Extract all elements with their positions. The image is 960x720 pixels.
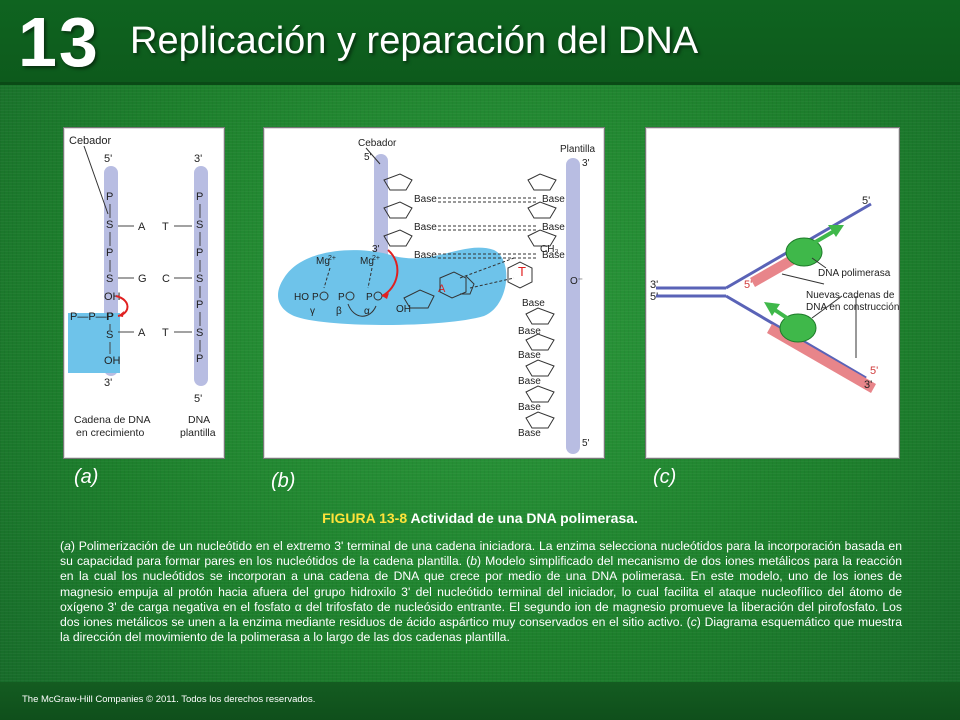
svg-text:Base: Base (414, 194, 437, 205)
svg-text:P: P (196, 353, 203, 365)
figure-title: FIGURA 13-8 Actividad de una DNA polimer… (0, 510, 960, 526)
svg-text:Base: Base (414, 250, 437, 261)
template-strand-label: DNA (188, 414, 210, 426)
svg-text:Base: Base (518, 402, 541, 413)
slide-header (0, 0, 960, 85)
svg-text:5': 5' (744, 279, 752, 291)
svg-text:Base: Base (518, 376, 541, 387)
svg-text:P: P (196, 299, 203, 311)
svg-text:P: P (196, 191, 203, 203)
five-prime-left: 5' (104, 153, 112, 165)
svg-text:A: A (138, 221, 146, 233)
svg-text:O⁻: O⁻ (570, 276, 583, 287)
svg-text:S: S (196, 273, 203, 285)
panel-c-figure: 5' 3' 5' 5' 5' 3' DNA polimerasa Nuevas … (645, 127, 900, 459)
svg-text:α: α (364, 306, 370, 317)
five-prime-right: 5' (194, 393, 202, 405)
figure-title-text: Actividad de una DNA polimerasa. (410, 510, 638, 526)
svg-text:Base: Base (542, 250, 565, 261)
svg-text:plantilla: plantilla (180, 427, 216, 439)
svg-text:5': 5' (862, 195, 870, 207)
three-prime-right: 3' (194, 153, 202, 165)
svg-text:P: P (312, 292, 319, 303)
svg-text:3': 3' (650, 279, 658, 291)
svg-text:OH: OH (104, 291, 121, 303)
growing-strand-label: Cadena de DNA (74, 414, 150, 426)
svg-text:OH: OH (104, 355, 121, 367)
svg-text:3': 3' (582, 158, 590, 169)
svg-text:Base: Base (542, 222, 565, 233)
svg-text:5': 5' (364, 152, 372, 163)
caption-a-letter: a (64, 539, 71, 553)
svg-text:OH: OH (396, 304, 411, 315)
svg-text:P: P (106, 311, 113, 323)
svg-text:Mg: Mg (360, 256, 374, 267)
svg-text:Base: Base (414, 222, 437, 233)
svg-text:S: S (106, 273, 113, 285)
primer-label: Cebador (69, 135, 112, 147)
svg-text:A: A (438, 283, 446, 295)
svg-text:Base: Base (518, 326, 541, 337)
svg-text:P: P (196, 247, 203, 259)
svg-text:G: G (138, 273, 147, 285)
svg-text:S: S (196, 219, 203, 231)
svg-text:3': 3' (372, 244, 380, 255)
svg-text:DNA en construcción: DNA en construcción (806, 302, 899, 313)
panel-label-a: (a) (74, 466, 99, 488)
panel-a-diagram: Cebador 5' 3' P S P S OH P S OH P—P—P A … (68, 135, 216, 439)
svg-text:P: P (366, 292, 373, 303)
svg-text:T: T (518, 264, 526, 279)
svg-text:T: T (162, 221, 169, 233)
svg-text:5': 5' (650, 291, 658, 303)
svg-text:P: P (106, 191, 113, 203)
polymerase-label: DNA polimerasa (818, 268, 891, 279)
slide-footer (0, 682, 960, 720)
primer-label-b: Cebador (358, 138, 397, 149)
svg-text:S: S (106, 329, 113, 341)
caption-b-letter: b (470, 554, 477, 569)
caption-part-b: Modelo simplificado del mecanismo de dos… (60, 554, 903, 630)
template-label-b: Plantilla (560, 144, 595, 155)
svg-text:P: P (106, 247, 113, 259)
panel-label-b: (b) (271, 470, 296, 492)
figure-number: FIGURA 13-8 (322, 510, 408, 526)
svg-text:5': 5' (870, 365, 878, 377)
svg-text:Mg: Mg (316, 256, 330, 267)
svg-text:3': 3' (864, 379, 872, 391)
new-strands-label: Nuevas cadenas de (806, 290, 895, 301)
svg-text:en crecimiento: en crecimiento (76, 427, 144, 439)
chapter-title: Replicación y reparación del DNA (130, 20, 699, 62)
svg-text:Base: Base (518, 428, 541, 439)
panel-a-figure: Cebador 5' 3' P S P S OH P S OH P—P—P A … (63, 127, 225, 459)
svg-text:Base: Base (522, 298, 545, 309)
svg-text:HO: HO (294, 292, 309, 303)
chapter-number: 13 (18, 3, 100, 81)
svg-text:A: A (138, 327, 146, 339)
panel-b-figure: Cebador 5' Plantilla 3' Base Base Base B… (263, 127, 605, 459)
svg-text:T: T (162, 327, 169, 339)
svg-text:β: β (336, 306, 342, 317)
svg-text:5': 5' (582, 438, 590, 449)
svg-text:S: S (106, 219, 113, 231)
svg-text:C: C (162, 273, 170, 285)
panel-label-c: (c) (653, 466, 677, 488)
svg-text:2+: 2+ (372, 255, 380, 262)
svg-text:Base: Base (542, 194, 565, 205)
svg-text:Base: Base (518, 350, 541, 361)
figure-caption: (a) Polimerización de un nucleótido en e… (60, 539, 903, 645)
three-prime-left: 3' (104, 377, 112, 389)
svg-text:P: P (338, 292, 345, 303)
panel-c-diagram: 5' 3' 5' 5' 5' 3' DNA polimerasa Nuevas … (650, 195, 899, 393)
svg-text:P—P—P: P—P—P (70, 311, 114, 323)
copyright-notice: The McGraw-Hill Companies © 2011. Todos … (22, 694, 316, 705)
svg-text:2+: 2+ (328, 255, 336, 262)
svg-text:S: S (196, 327, 203, 339)
caption-c-letter: c (690, 615, 697, 630)
svg-text:γ: γ (310, 306, 315, 317)
caption-part-a: Polimerización de un nucleótido en el ex… (60, 539, 902, 569)
svg-text:CH₃: CH₃ (540, 244, 559, 255)
panel-b-diagram: Cebador 5' Plantilla 3' Base Base Base B… (278, 138, 595, 454)
caption-part-c: Diagrama esquemático que muestra la dire… (60, 615, 902, 645)
